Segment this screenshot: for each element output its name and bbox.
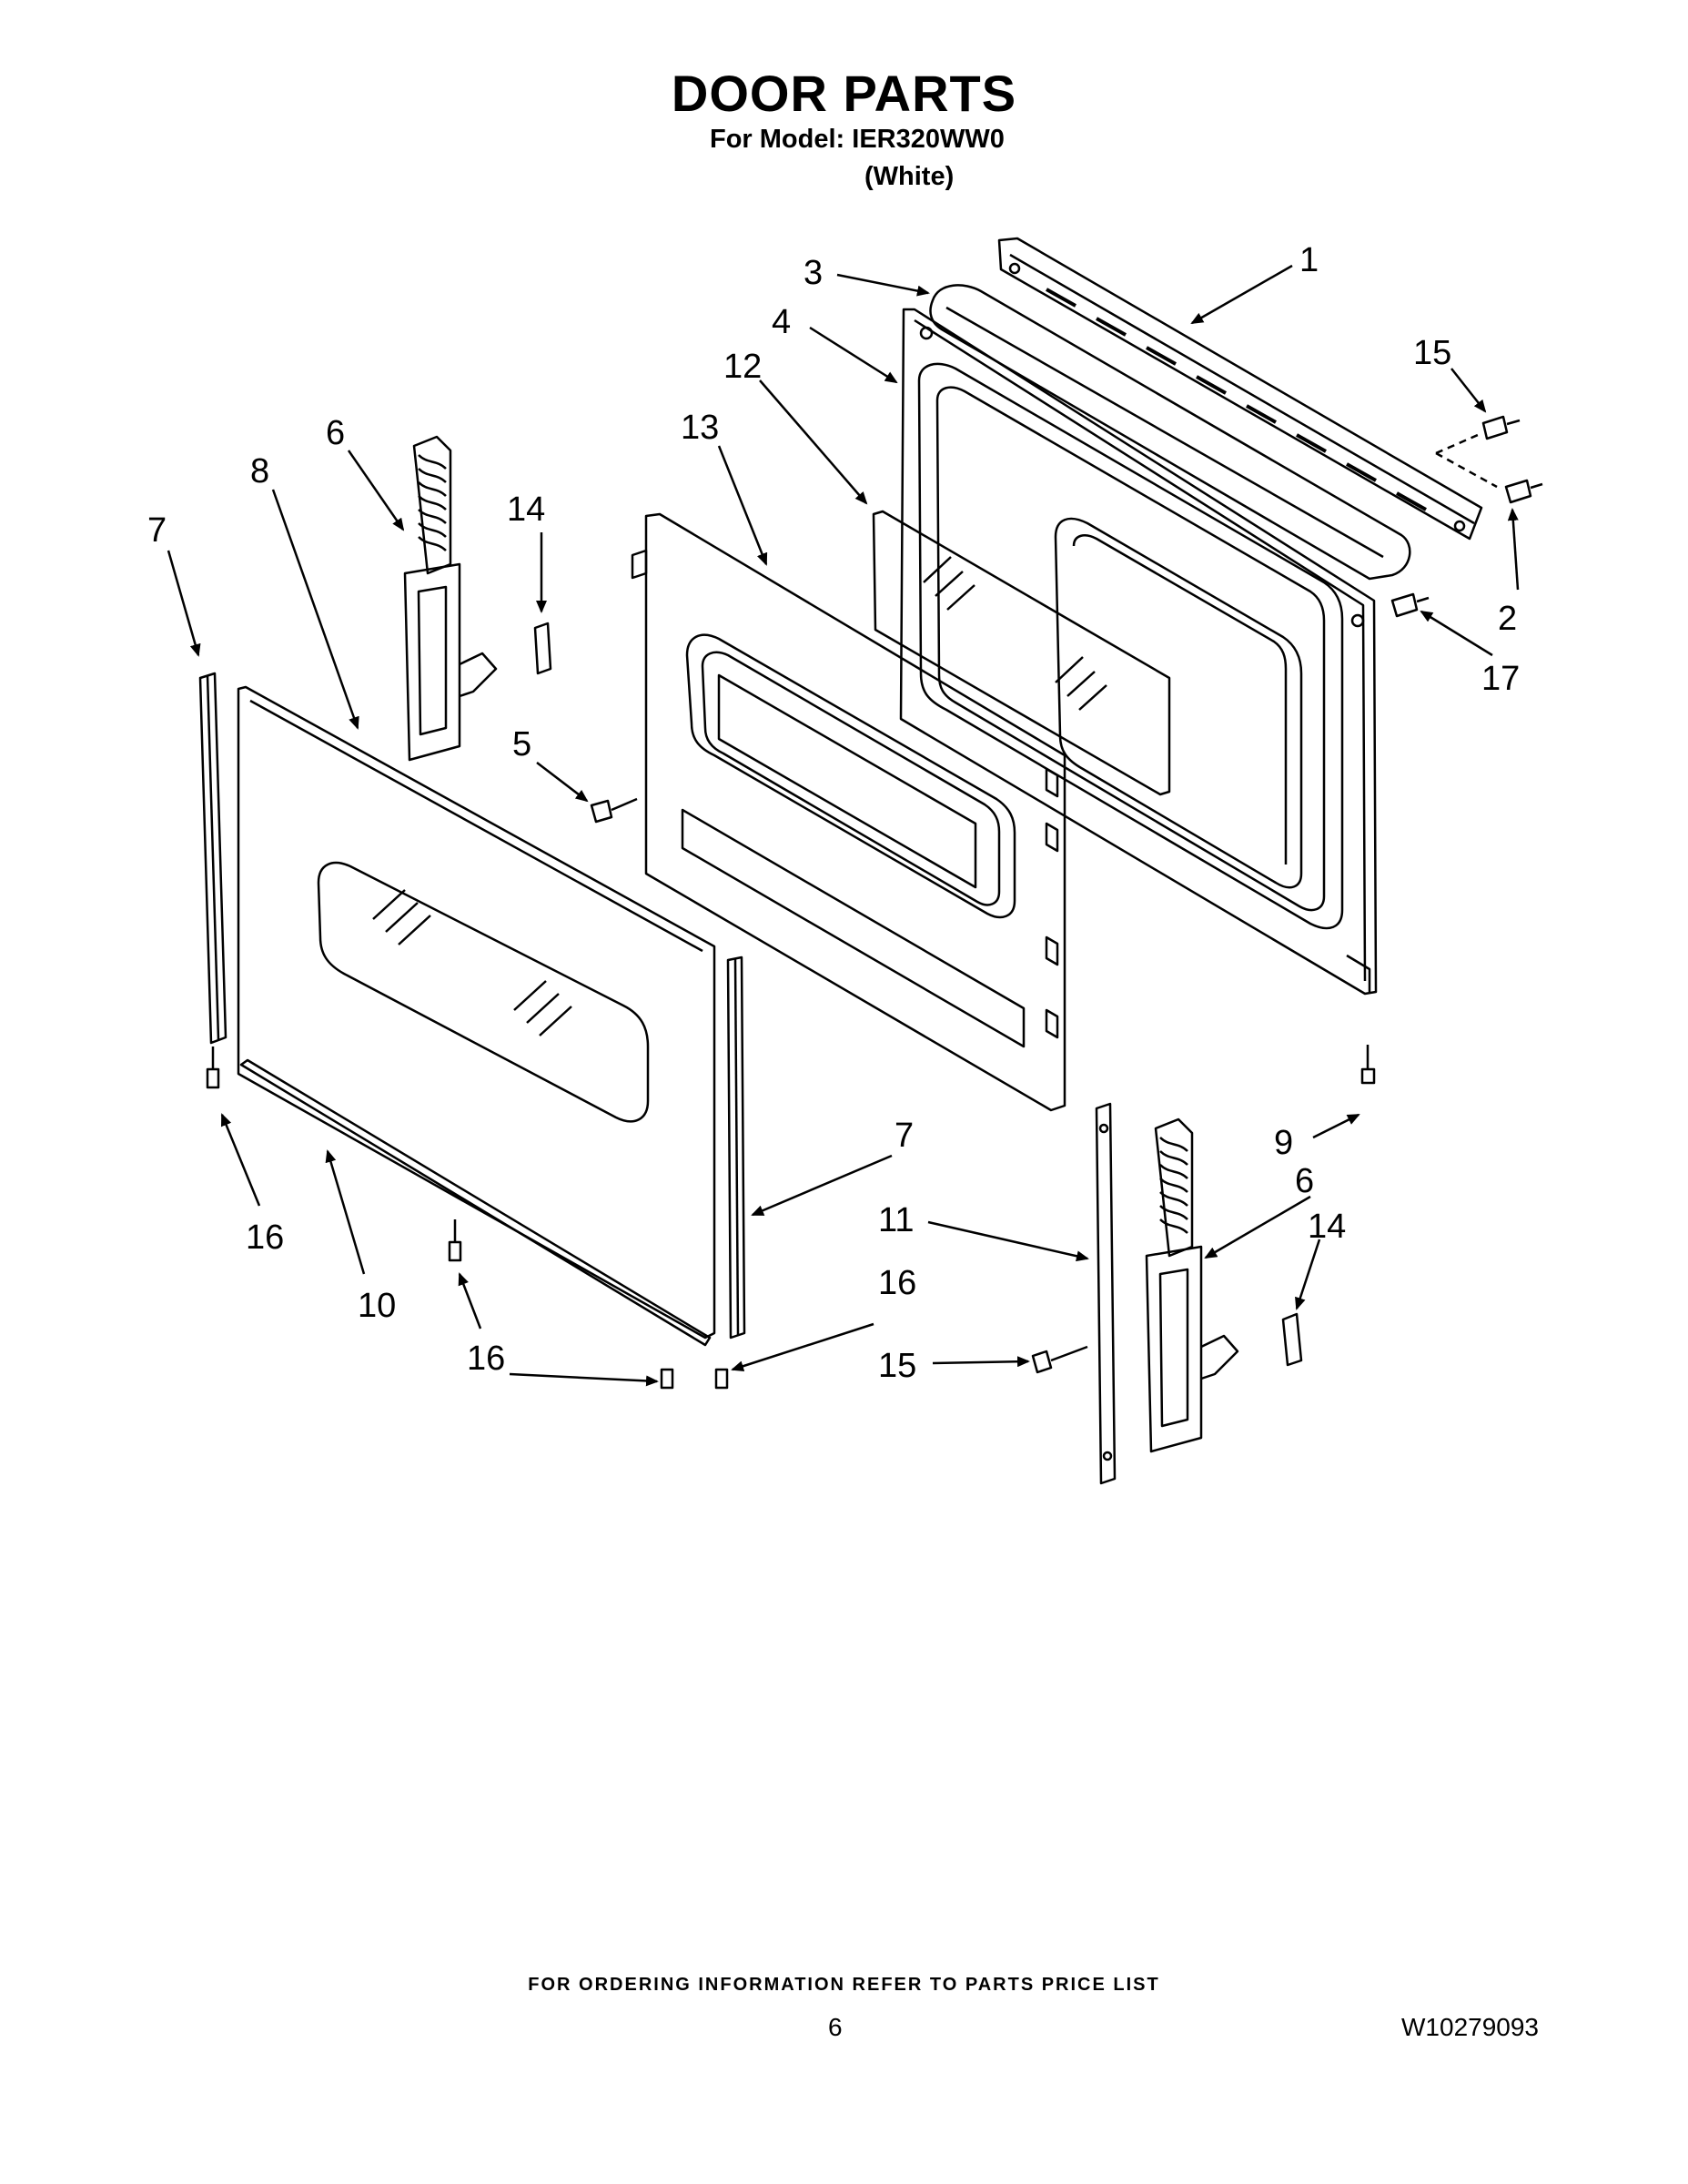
outer-door-glass-part [237, 685, 716, 1340]
ordering-info-note: FOR ORDERING INFORMATION REFER TO PARTS … [528, 1975, 1160, 1995]
side-trim-right-part [726, 956, 746, 1340]
screw-part-9 [1360, 1045, 1376, 1085]
callout-8: 8 [250, 452, 269, 490]
screw-part-15-upper [1481, 415, 1521, 440]
inner-glass-part [872, 510, 1171, 796]
callout-13: 13 [681, 409, 719, 447]
callout-15-lower: 15 [878, 1347, 916, 1385]
callout-11: 11 [878, 1201, 914, 1239]
leader-9 [1312, 1113, 1360, 1139]
hinge-lock-clip-lower [1281, 1312, 1303, 1367]
callout-6-upper: 6 [326, 414, 345, 452]
leader-13 [717, 445, 768, 566]
door-handle-part [929, 284, 1411, 581]
screw-part-2 [1504, 479, 1543, 504]
model-line: For Model: IER320WW0 [710, 125, 1005, 154]
leader-5 [536, 762, 589, 803]
leader-12 [759, 379, 868, 505]
leader-6-lower [1204, 1195, 1311, 1259]
callout-2: 2 [1498, 600, 1517, 638]
screw-part-16-lower-center [660, 1368, 674, 1390]
leader-7-left [167, 550, 201, 657]
page-title: DOOR PARTS [671, 65, 1017, 122]
leader-10 [325, 1149, 366, 1275]
callout-12: 12 [723, 348, 762, 386]
screw-part-16-left [206, 1046, 220, 1089]
leader-16-left [220, 1113, 261, 1207]
callout-16-left: 16 [246, 1218, 284, 1257]
callout-16-center: 16 [467, 1340, 505, 1378]
model-variant: (White) [864, 162, 955, 191]
page-number: 6 [828, 2013, 843, 2041]
leader-8 [271, 489, 359, 730]
hinge-lock-clip-upper [533, 622, 552, 675]
screw-part-17 [1390, 592, 1430, 618]
callout-14-upper: 14 [507, 490, 545, 529]
leader-16-right [731, 1322, 874, 1372]
bottom-trim-part [239, 1058, 712, 1347]
callout-9: 9 [1274, 1124, 1293, 1162]
document-number: W10279093 [1401, 2013, 1540, 2041]
callout-7-left: 7 [147, 511, 167, 550]
leader-7-right [751, 1154, 893, 1217]
leader-6-upper [347, 450, 405, 531]
leader-16-center [458, 1272, 482, 1330]
leader-16-bottom [509, 1372, 659, 1387]
screw-part-15-lower [1031, 1345, 1088, 1374]
leader-2 [1507, 508, 1520, 591]
hinge-receiver-part [1095, 1102, 1117, 1485]
callout-7-right: 7 [895, 1117, 914, 1155]
callout-17: 17 [1481, 660, 1520, 698]
callout-14-lower: 14 [1308, 1208, 1346, 1246]
inner-door-panel-part [899, 308, 1378, 996]
screw-part-16-bottom [448, 1219, 462, 1262]
callout-3: 3 [804, 254, 823, 292]
callout-1: 1 [1299, 241, 1319, 279]
leader-11 [927, 1220, 1089, 1262]
leader-17 [1420, 610, 1493, 657]
callout-5: 5 [512, 725, 531, 763]
screw-part-5 [590, 797, 638, 824]
side-trim-left-part [198, 672, 227, 1045]
leader-14-lower [1295, 1239, 1321, 1310]
callout-15-upper: 15 [1413, 334, 1451, 372]
callout-6-lower: 6 [1295, 1162, 1314, 1200]
vent-trim-part [997, 237, 1483, 541]
leader-4 [809, 326, 898, 384]
door-liner-part [631, 512, 1066, 1112]
leader-15-upper [1450, 368, 1487, 413]
screw-part-16-lower-right [714, 1368, 729, 1390]
hinge-left-part [403, 435, 498, 762]
leader-3 [836, 273, 930, 297]
callout-16-right: 16 [878, 1264, 916, 1302]
leader-15-lower [932, 1356, 1030, 1368]
callout-4: 4 [772, 303, 791, 341]
hinge-right-part [1145, 1117, 1239, 1453]
callout-10: 10 [358, 1287, 396, 1325]
leader-1 [1190, 264, 1293, 325]
